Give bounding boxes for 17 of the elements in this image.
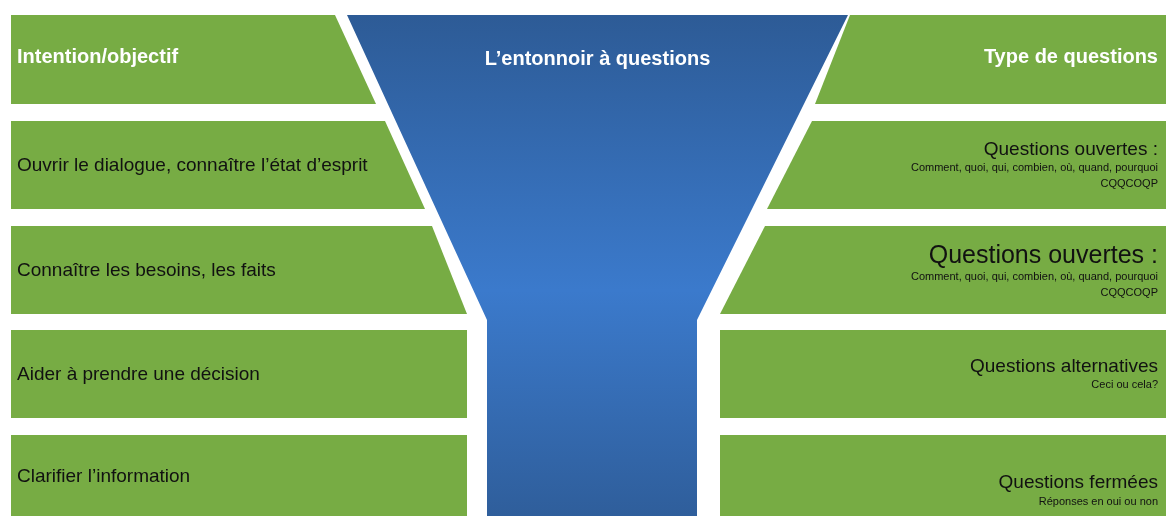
column-heading: Intention/objectif [16,45,179,68]
question-examples: Comment, quoi, qui, combien, où, quand, pourquoi [910,269,1159,285]
question-type: Questions alternatives [970,354,1159,378]
objective-text: Clarifier l’information [16,463,192,488]
column-heading: Type de questions [983,45,1159,68]
question-examples: Ceci ou cela? [1091,377,1159,393]
funnel-title: L’entonnoir à questions [484,47,711,70]
objective-text: Ouvrir le dialogue, connaître l’état d’esprit [16,153,369,178]
question-examples: Comment, quoi, qui, combien, où, quand, pourquoi [910,160,1159,176]
acronym: CQQCOQP [1100,176,1159,192]
question-examples: Réponses en oui ou non [1038,494,1159,510]
question-type: Questions ouvertes : [983,137,1159,161]
question-type: Questions fermées [998,471,1159,495]
question-type: Questions ouvertes : [928,239,1159,270]
acronym: CQQCOQP [1100,285,1159,300]
objective-text: Connaître les besoins, les faits [16,258,277,283]
objective-text: Aider à prendre une décision [16,362,261,387]
